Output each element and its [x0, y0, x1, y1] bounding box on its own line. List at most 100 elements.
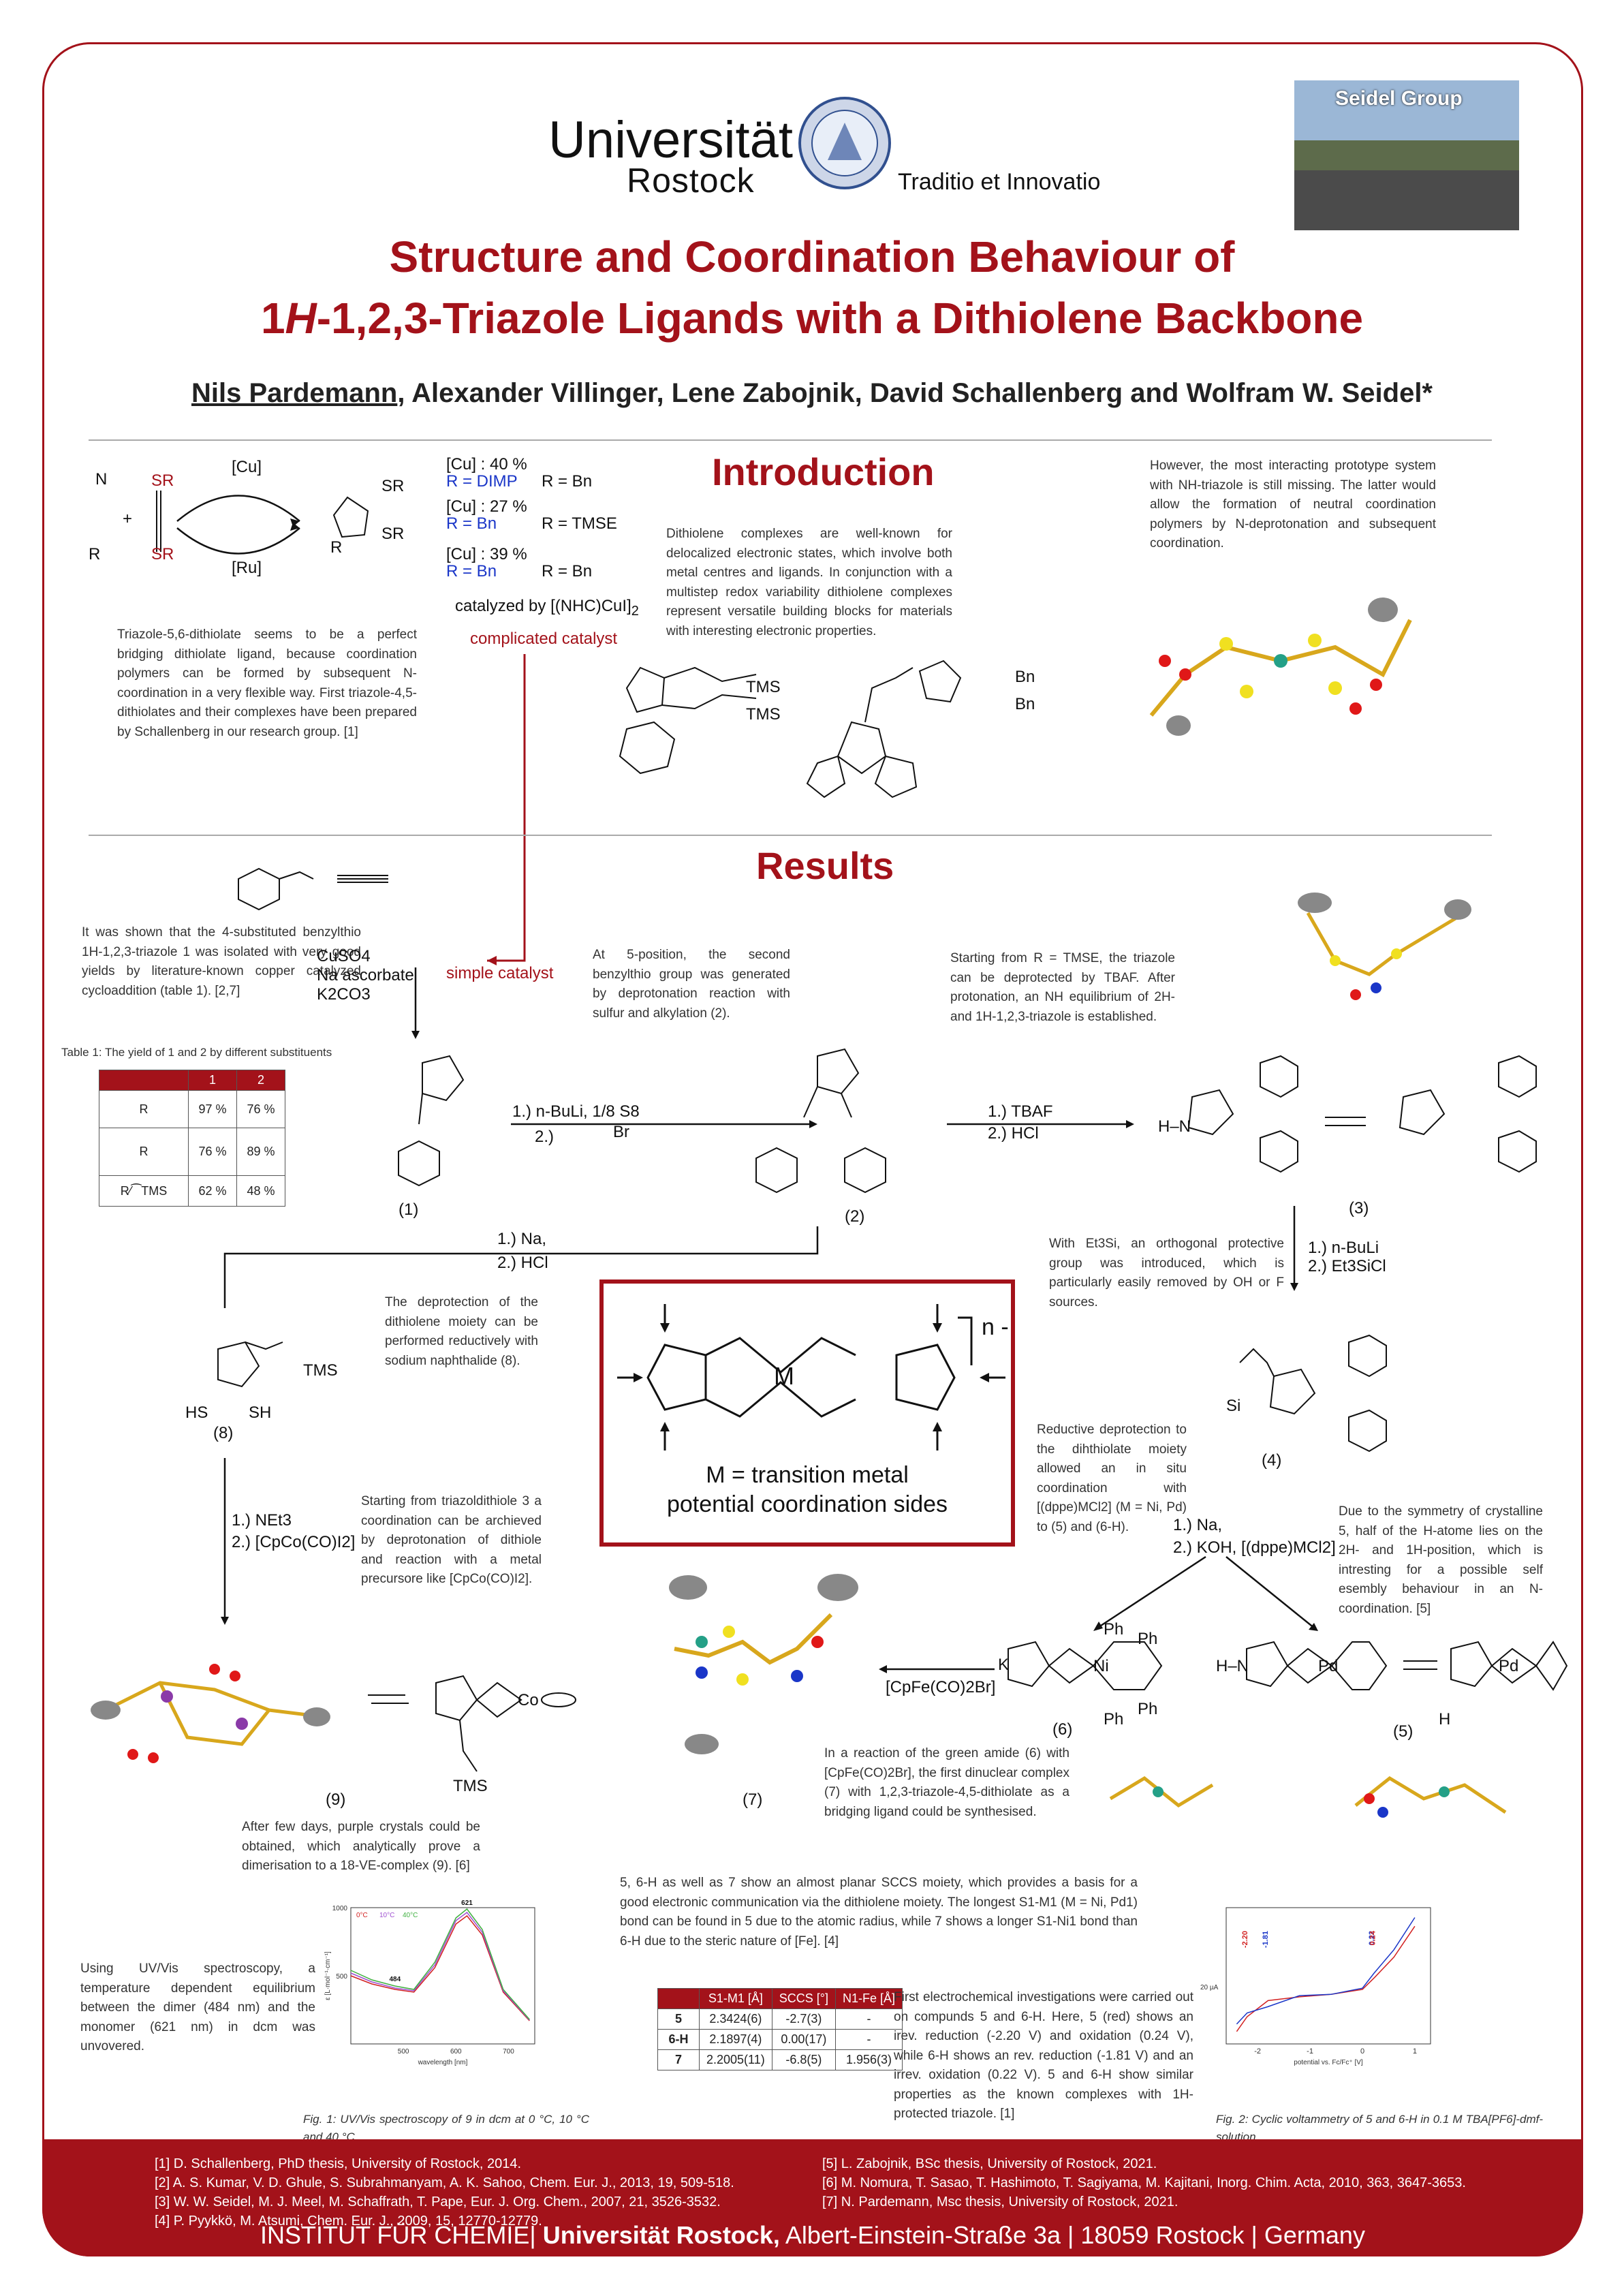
reaction-arrows-row1 [223, 967, 1366, 1308]
ligand-tms-1: TMS [746, 678, 781, 696]
arrow-to-7 [879, 1665, 995, 1673]
introduction-heading: Introduction [712, 450, 935, 493]
results-text9: In a reaction of the green amide (6) wit… [824, 1746, 1069, 1819]
potential-annotation: -2.20 [1241, 1931, 1249, 1948]
results-text4: With Et3Si, an orthogonal protective gro… [1049, 1237, 1284, 1309]
x-axis-label: wavelength [nm] [418, 2059, 468, 2066]
complicated-catalyst-label: complicated catalyst [470, 630, 618, 648]
compound-6-structure [1008, 1641, 1163, 1690]
crystal-structure-9 [91, 1664, 330, 1763]
results-text3: Starting from R = TMSE, the triazole can… [950, 951, 1175, 1024]
compound-5b-pd: Pd [1499, 1657, 1519, 1675]
catalyst-label: catalyzed by [(NHC)CuI]2 [455, 597, 639, 619]
reference-5: [5] L. Zabojnik, BSc thesis, University … [822, 2156, 1157, 2171]
cu-label: [Cu] [232, 458, 262, 476]
triazole-r: R [330, 538, 343, 557]
crystal-structure-results [1298, 893, 1471, 1000]
references-left: [1] D. Schallenberg, PhD thesis, Univers… [155, 2154, 836, 2231]
compound-8-tms: TMS [303, 1361, 338, 1380]
table2-header: SCCS [°] [771, 1988, 836, 2009]
footer: [1] D. Schallenberg, PhD thesis, Univers… [42, 2139, 1583, 2256]
reagent-na-ascorbate: Na ascorbate [317, 966, 414, 984]
box-caption-line1: M = transition metal [706, 1462, 909, 1488]
compound-6-label: (6) [1052, 1720, 1073, 1739]
potential-annotation: 0.24 [1369, 1930, 1377, 1945]
step-d1: 1.) n-BuLi [1308, 1239, 1379, 1257]
reference-7: [7] N. Pardemann, Msc thesis, University… [822, 2194, 1178, 2209]
results-text13: First electrochemical investigations wer… [894, 1990, 1193, 2121]
reagent-cuso4: CuSO4 [317, 947, 371, 965]
compound-2-structure [755, 1048, 886, 1194]
ligand-bn-1: Bn [1015, 668, 1035, 686]
triazole-sr1: SR [381, 477, 405, 495]
results-heading: Results [756, 844, 894, 887]
compound-3-hn: H–N [1158, 1117, 1191, 1136]
x-tick-label: 600 [450, 2048, 462, 2055]
reference-6: [6] M. Nomura, T. Sasao, T. Hashimoto, T… [822, 2175, 1466, 2190]
x-tick-label: 0 [1360, 2047, 1364, 2055]
table1-header: 2 [236, 1070, 285, 1091]
x-axis-label: potential vs. Fc/Fc⁺ [V] [1294, 2059, 1363, 2066]
table1: 1 2 R 97 % 76 % R 76 % 89 % R⁄⁀TMS 62 % … [99, 1070, 285, 1207]
plus-sign: + [123, 510, 133, 528]
step-f1: 1.) Na, [1173, 1516, 1223, 1534]
cond1-r1: R = DIMP [446, 472, 518, 491]
divider [89, 439, 1492, 441]
compound-5-structures [1246, 1641, 1568, 1691]
y-tick-label: 1000 [332, 1905, 348, 1912]
table-row: 6-H 2.1897(4) 0.00(17) - [657, 2029, 903, 2050]
alkyne-sr-top: SR [151, 471, 174, 490]
compound-1-structure [398, 1055, 465, 1187]
compound-5b-h: H [1439, 1710, 1451, 1728]
reference-4: [4] P. Pyykkö, M. Atsumi, Chem. Eur. J.,… [155, 2214, 542, 2229]
azide-n: N [95, 470, 108, 488]
compound-5-hn: H–N [1216, 1657, 1249, 1675]
step-f2: 2.) KOH, [(dppe)MCl2] [1173, 1538, 1336, 1557]
compound-9-co: Co [518, 1691, 539, 1709]
ph-label: Ph [1104, 1710, 1124, 1728]
compound-5-label: (5) [1393, 1722, 1414, 1741]
arrow-down-8 [221, 1458, 229, 1625]
compound-8-sh: SH [249, 1403, 272, 1422]
step-a1: 1.) n-BuLi, 1/8 S8 [512, 1102, 640, 1121]
compound-6-ni: Ni [1093, 1657, 1109, 1675]
results-text2: At 5-position, the second benzylthio gro… [593, 948, 790, 1021]
references-right: [5] L. Zabojnik, BSc thesis, University … [822, 2154, 1572, 2212]
table2-header: S1-M1 [Å] [699, 1988, 772, 2009]
compound-4-structure [1239, 1334, 1387, 1453]
potential-annotation: -1.81 [1262, 1931, 1270, 1948]
x-tick-label: 500 [398, 2048, 409, 2055]
ru-label: [Ru] [232, 559, 262, 577]
university-logo-line2: Rostock [627, 161, 755, 200]
results-text7: Reductive deprotection to the dihthiolat… [1037, 1423, 1187, 1534]
x-tick-label: -1 [1307, 2047, 1313, 2055]
table-row: R 76 % 89 % [99, 1128, 285, 1176]
triazole-sr2: SR [381, 525, 405, 543]
reference-2: [2] A. S. Kumar, V. D. Ghule, S. Subrahm… [155, 2175, 734, 2190]
ligand-tms-2: TMS [746, 705, 781, 724]
table2-header [657, 1988, 700, 2009]
cond3-yield: [Cu] : 39 % [446, 545, 527, 563]
cond1-r2: R = Bn [542, 472, 593, 491]
compound-3-label: (3) [1349, 1199, 1369, 1217]
reagent-k2co3: K2CO3 [317, 985, 371, 1004]
series-line-6-H [1236, 1917, 1416, 2025]
legend-entry: 10°C [379, 1912, 394, 1919]
cond2-r2: R = TMSE [542, 514, 617, 533]
ph-label: Ph [1138, 1700, 1158, 1718]
cond3-r1: R = Bn [446, 562, 497, 580]
university-tagline: Traditio et Innovatio [898, 169, 1101, 195]
compound-8-hs: HS [185, 1403, 208, 1422]
university-seal-icon [798, 97, 891, 189]
general-structure-box: n - M M = transition metal potential coo… [599, 1279, 1015, 1547]
introduction-right-text: However, the most interacting prototype … [1150, 459, 1436, 550]
poster-title-line2: 1H-1,2,3-Triazole Ligands with a Dithiol… [260, 294, 1364, 343]
potential-annotation: 0.22 [1368, 1931, 1376, 1945]
compound-7-label: (7) [743, 1790, 763, 1809]
reference-1: [1] D. Schallenberg, PhD thesis, Univers… [155, 2156, 522, 2171]
table1-header [99, 1070, 189, 1091]
crystal-structure-5 [1109, 1775, 1507, 1818]
legend-entry: 40°C [403, 1912, 418, 1919]
compound-8-label: (8) [213, 1424, 234, 1442]
